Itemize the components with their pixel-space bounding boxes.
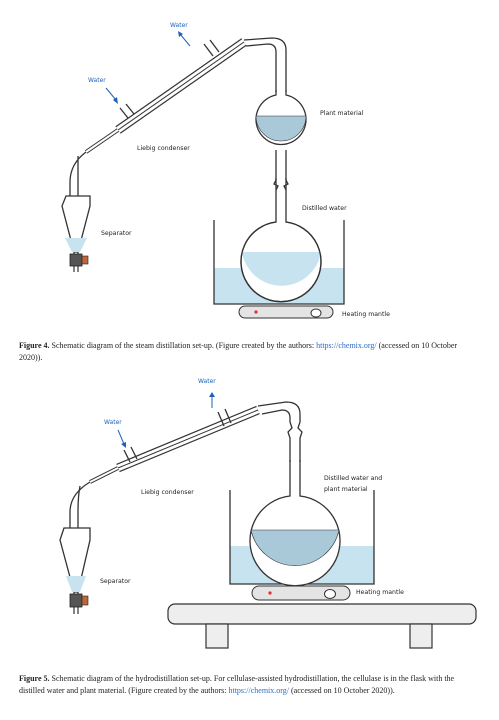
figure-5-number: Figure 5. (19, 674, 50, 683)
distilled-water-label: Distilled water (302, 205, 347, 212)
water-in-arrow (117, 429, 126, 448)
heater-knob (324, 589, 336, 599)
condenser-label: Liebig condenser (141, 489, 194, 496)
hydrodistillation-diagram: Water Water Liebig condenser Distilled w… (59, 378, 477, 649)
table-leg-left (205, 623, 229, 649)
figure-5: Water Water Liebig condenser Distilled w… (0, 372, 499, 667)
heater-indicator-light (254, 310, 258, 314)
figure-4-caption-text: Schematic diagram of the steam distillat… (51, 341, 317, 350)
water-out-arrow (178, 31, 191, 47)
figure-5-caption-tail: (accessed on 10 October 2020)). (289, 685, 395, 695)
condenser-outlet-port (203, 39, 220, 57)
distilled-water-liquid (242, 252, 321, 286)
flask-label-line1: Distilled water and (324, 475, 382, 482)
figure-5-caption-text: Schematic diagram of the hydrodistillati… (19, 674, 455, 695)
separator-label: Separator (101, 230, 132, 237)
heating-mantle-label: Heating mantle (342, 311, 390, 318)
lab-table (167, 603, 477, 625)
figure-5-caption: Figure 5. Schematic diagram of the hydro… (19, 673, 481, 696)
heating-mantle-label: Heating mantle (356, 589, 404, 596)
water-out-label: Water (170, 22, 188, 29)
water-in-label: Water (88, 77, 106, 84)
separator-funnel (59, 527, 91, 614)
steam-distillation-diagram: Water Water Plant material Liebig conden… (61, 22, 390, 319)
figure-4-caption: Figure 4. Schematic diagram of the steam… (19, 340, 481, 363)
plant-material-label: Plant material (320, 110, 364, 117)
heater-indicator-light (268, 591, 272, 595)
distilled-water-plant-material (250, 529, 340, 566)
plant-material (255, 115, 307, 142)
condenser-label: Liebig condenser (137, 145, 190, 152)
distillate-tube (69, 151, 87, 200)
water-out-label: Water (198, 378, 216, 385)
condenser-outlet-port (217, 408, 232, 427)
figure-4-caption-tail: (accessed on 10 October 2020)). (19, 341, 458, 362)
separator-funnel (61, 195, 91, 272)
liebig-condenser (89, 405, 260, 484)
stopcock (69, 253, 83, 267)
liebig-condenser (84, 38, 247, 154)
heating-mantle (238, 305, 334, 319)
figure-4: Water Water Plant material Liebig conden… (0, 0, 499, 330)
water-out-arrow (209, 392, 215, 408)
figure-5-link[interactable]: https://chemix.org/ (228, 685, 289, 695)
table-leg-right (409, 623, 433, 649)
water-in-arrow (105, 87, 118, 104)
condenser-inlet-port (119, 103, 135, 119)
figure-4-number: Figure 4. (19, 341, 50, 350)
flask-connector (273, 150, 289, 191)
distillate-tube (69, 481, 91, 530)
stopcock-handle (81, 595, 89, 606)
flask-label-line2: plant material (324, 486, 368, 493)
condenser-inlet-port (123, 446, 138, 463)
stopcock (69, 593, 83, 608)
figure-4-link[interactable]: https://chemix.org/ (316, 341, 377, 350)
water-bath (213, 220, 345, 305)
vapor-tube (257, 401, 303, 462)
separator-label: Separator (100, 578, 131, 585)
water-in-label: Water (104, 419, 122, 426)
heater-knob (310, 308, 322, 318)
vapor-tube (243, 37, 287, 92)
stopcock-handle (81, 255, 89, 265)
